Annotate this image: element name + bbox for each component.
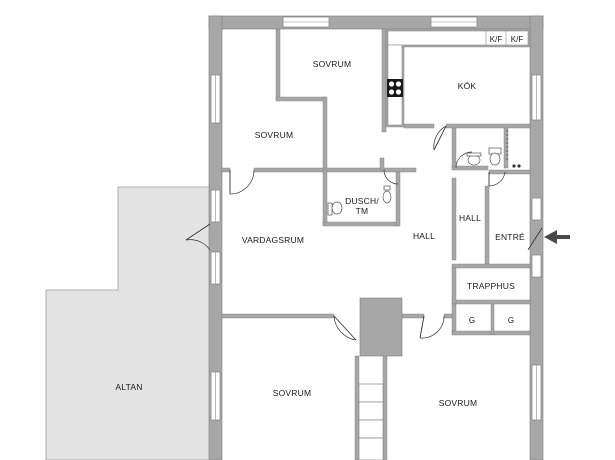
room-labels: SOVRUM SOVRUM KÖK DUSCH/ TM VARDAGSRUM H…	[115, 31, 525, 408]
label-dusch-1: DUSCH/	[345, 196, 379, 206]
label-sovrum-top: SOVRUM	[313, 59, 352, 69]
label-kf-1: K/F	[490, 35, 503, 44]
shower-toilet-icon	[382, 185, 392, 204]
label-hall-small: HALL	[459, 213, 481, 223]
label-kok: KÖK	[458, 81, 477, 91]
small-sink-icon	[327, 201, 343, 216]
pipe-marker	[506, 130, 521, 168]
label-entre: ENTRÉ	[495, 232, 525, 242]
interior-walls	[221, 28, 531, 460]
label-g-2: G	[508, 316, 514, 325]
toilet-icon	[488, 147, 502, 166]
label-kf-2: K/F	[511, 35, 524, 44]
label-sovrum-bottom-left: SOVRUM	[273, 388, 312, 398]
label-sovrum-left: SOVRUM	[255, 130, 294, 140]
label-trapphus: TRAPPHUS	[467, 281, 515, 291]
sink-icon	[466, 152, 482, 166]
label-hall-main: HALL	[413, 231, 435, 241]
stove-icon	[387, 79, 403, 97]
windows	[210, 16, 542, 421]
label-dusch-2: TM	[356, 206, 369, 216]
label-g-1: G	[469, 316, 475, 325]
label-altan: ALTAN	[115, 382, 142, 392]
label-vardagsrum: VARDAGSRUM	[242, 235, 304, 245]
label-sovrum-bottom-right: SOVRUM	[439, 398, 478, 408]
altan-area	[45, 186, 211, 460]
entrance-arrow-icon	[544, 230, 570, 244]
doors	[185, 125, 543, 341]
